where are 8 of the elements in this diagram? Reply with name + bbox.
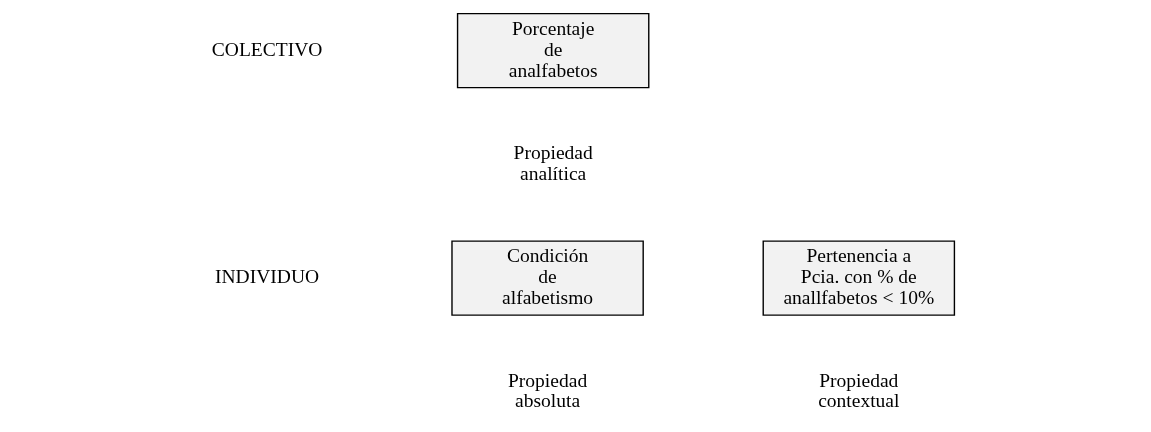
node-label: Propiedad analítica (513, 142, 593, 184)
node-label: Propiedad contextual (818, 369, 900, 412)
node-label: Propiedad absoluta (508, 369, 588, 412)
label: INDIVIDUO (215, 266, 320, 288)
label: COLECTIVO (211, 38, 323, 60)
node-box: Pertenencia a Pcia. con % de anallfabetos < 10% (762, 240, 956, 316)
node-box: Condición de alfabetismo (451, 240, 644, 316)
node-box: Porcentaje de analfabetos (456, 12, 650, 89)
